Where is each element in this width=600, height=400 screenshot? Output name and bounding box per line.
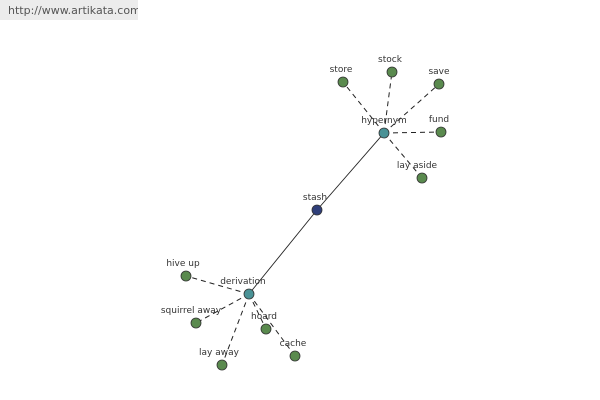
word-node-cache[interactable] (289, 350, 301, 362)
edge-hypernym-lay-aside (383, 132, 423, 179)
word-label-hive-up[interactable]: hive up (166, 259, 200, 269)
word-label-squirrel-away[interactable]: squirrel away (161, 306, 222, 316)
word-label-hoard[interactable]: hoard (251, 312, 277, 322)
word-label-lay-aside[interactable]: lay aside (397, 161, 438, 171)
word-label-stock[interactable]: stock (378, 55, 403, 65)
edge-hypernym-save (383, 83, 440, 134)
word-node-save[interactable] (433, 78, 445, 90)
relation-node-derivation[interactable] (243, 288, 255, 300)
word-label-fund[interactable]: fund (429, 115, 449, 125)
center-node-stash[interactable] (311, 204, 323, 216)
word-node-squirrel-away[interactable] (190, 317, 202, 329)
graph-edges (185, 71, 442, 366)
edge-derivation-lay-away (221, 293, 250, 366)
edge-derivation-squirrel-away (195, 293, 250, 324)
word-label-save[interactable]: save (428, 67, 450, 77)
edge-stash-derivation (248, 209, 318, 295)
graph-nodes: store stock save fund lay aside hive up squirr… (161, 55, 450, 371)
center-label[interactable]: stash (303, 193, 327, 203)
word-node-hive-up[interactable] (180, 270, 192, 282)
word-label-store[interactable]: store (330, 65, 353, 75)
word-node-lay-away[interactable] (216, 359, 228, 371)
edge-stash-hypernym (316, 132, 385, 211)
word-node-stock[interactable] (386, 66, 398, 78)
word-node-store[interactable] (337, 76, 349, 88)
edge-hypernym-stock (383, 71, 393, 134)
edge-derivation-cache (248, 293, 296, 357)
relation-label-derivation[interactable]: derivation (220, 277, 266, 287)
edge-hypernym-store (342, 81, 385, 134)
word-label-cache[interactable]: cache (280, 339, 307, 349)
word-node-lay-aside[interactable] (416, 172, 428, 184)
word-node-hoard[interactable] (260, 323, 272, 335)
edge-derivation-hoard (248, 293, 267, 330)
relation-label-hypernym[interactable]: hypernym (361, 116, 407, 126)
edge-derivation-hive-up (185, 275, 250, 295)
edge-hypernym-fund (383, 131, 442, 134)
word-node-fund[interactable] (435, 126, 447, 138)
relation-node-hypernym[interactable] (378, 127, 390, 139)
word-label-lay-away[interactable]: lay away (199, 348, 240, 358)
site-url-label[interactable]: http://www.artikata.com (0, 0, 138, 20)
